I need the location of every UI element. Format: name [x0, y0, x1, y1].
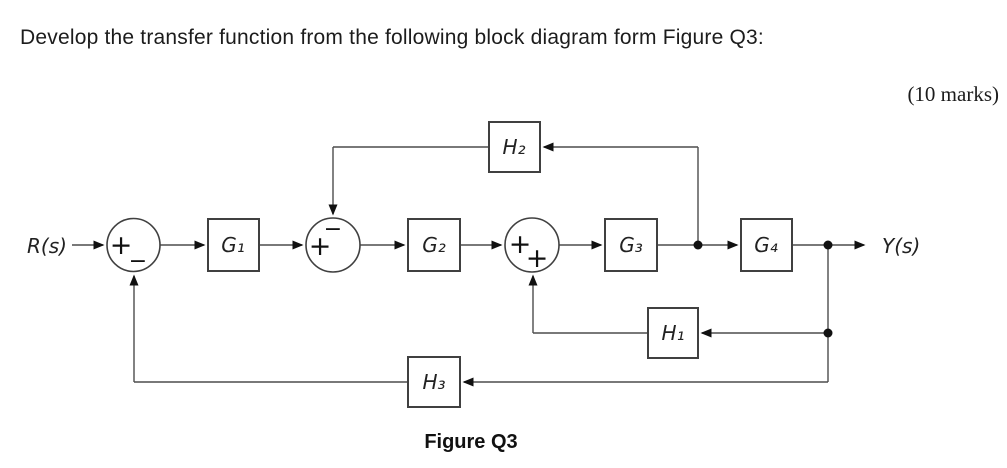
- sum3-plus-sign-inner: +: [526, 243, 549, 274]
- block-h3: [407, 356, 461, 408]
- block-g4: [740, 218, 793, 272]
- sum2-minus-sign: −: [324, 217, 342, 242]
- branch-point-after-g3: [693, 240, 703, 250]
- label-g1: G₁: [221, 233, 245, 257]
- summing-junction-3: [504, 217, 560, 273]
- branch-point-output: [823, 240, 833, 250]
- block-h1: [647, 307, 699, 359]
- label-h3: H₃: [422, 370, 445, 394]
- sum1-plus-sign: +: [110, 230, 133, 261]
- figure-caption: Figure Q3: [424, 431, 518, 453]
- sum2-plus-sign: +: [309, 231, 332, 262]
- label-h1: H₁: [661, 321, 684, 345]
- marks-label: (10 marks): [907, 82, 999, 106]
- question-text: Develop the transfer function from the f…: [20, 26, 764, 49]
- summing-junction-1: [106, 217, 161, 273]
- block-g1: [207, 218, 260, 272]
- label-h2: H₂: [502, 135, 525, 159]
- input-label: R(s): [27, 234, 67, 258]
- output-label: Y(s): [882, 234, 920, 258]
- sum3-plus-sign-left: +: [509, 229, 532, 260]
- block-g2: [407, 218, 461, 272]
- summing-junction-2: [305, 217, 361, 273]
- block-g3: [604, 218, 658, 272]
- block-h2: [488, 121, 541, 173]
- label-g4: G₄: [754, 233, 778, 257]
- label-g2: G₂: [422, 233, 446, 257]
- sum1-minus-sign: −: [129, 249, 147, 274]
- branch-point-h1: [823, 328, 833, 338]
- label-g3: G₃: [619, 233, 643, 257]
